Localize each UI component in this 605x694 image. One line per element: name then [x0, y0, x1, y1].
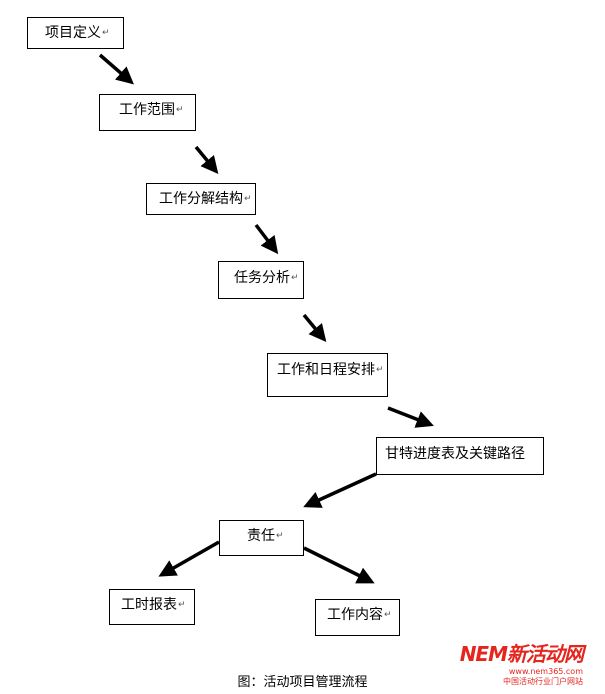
- figure-caption: 图：活动项目管理流程: [237, 675, 368, 690]
- node-box-wbs: [146, 183, 256, 215]
- watermark-brand: NEM新活动网: [459, 642, 584, 666]
- arrow-task-to-schedule: [302, 313, 327, 343]
- node-label-definition: 项目定义↵: [45, 25, 110, 41]
- node-label-scope: 工作范围↵: [119, 102, 184, 118]
- node-box-timesheet: [109, 589, 195, 625]
- node-label-responsibility: 责任↵: [247, 528, 284, 544]
- arrow-scope-to-wbs: [194, 145, 219, 175]
- node-box-task-analysis: [218, 261, 304, 299]
- arrow-schedule-to-gantt: [387, 406, 434, 428]
- node-label-timesheet: 工时报表↵: [121, 597, 186, 613]
- node-label-gantt: 甘特进度表及关键路径: [385, 446, 525, 462]
- node-box-gantt: [376, 437, 544, 475]
- arrow-responsibility-to-content: [303, 546, 375, 584]
- site-watermark: NEM新活动网 www.nem365.com 中国活动行业门户网站: [459, 638, 584, 687]
- watermark-url: www.nem365.com: [508, 667, 583, 676]
- node-box-schedule: [267, 353, 388, 397]
- node-box-responsibility: [219, 520, 304, 556]
- node-box-definition: [27, 17, 124, 49]
- arrow-definition-to-scope: [98, 53, 134, 85]
- node-label-content: 工作内容↵: [327, 607, 392, 623]
- node-label-schedule: 工作和日程安排↵: [277, 362, 384, 378]
- node-box-content: [315, 599, 400, 636]
- node-box-scope: [99, 94, 196, 131]
- node-label-wbs: 工作分解结构↵: [159, 191, 252, 207]
- arrow-responsibility-to-timesheet: [158, 540, 220, 577]
- arrow-wbs-to-task: [254, 223, 279, 255]
- node-label-task-analysis: 任务分析↵: [234, 270, 299, 286]
- watermark-tagline: 中国活动行业门户网站: [503, 677, 583, 686]
- arrow-gantt-to-responsibility: [303, 472, 377, 508]
